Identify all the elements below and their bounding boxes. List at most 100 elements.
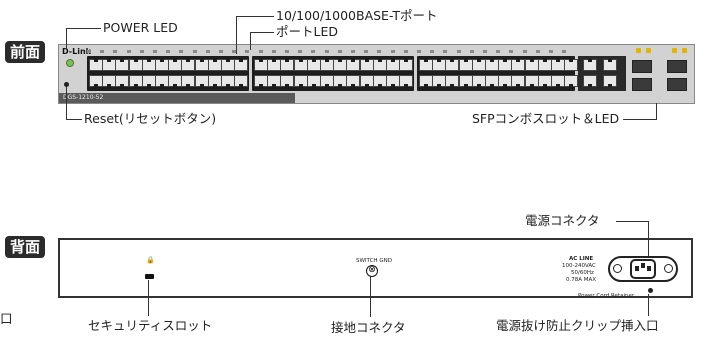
connector-pin bbox=[635, 266, 639, 271]
port-led bbox=[298, 50, 303, 53]
port-led bbox=[496, 50, 501, 53]
ethernet-port bbox=[346, 59, 361, 71]
ethernet-port bbox=[537, 75, 552, 87]
port-led bbox=[87, 50, 91, 53]
ethernet-port bbox=[485, 59, 499, 71]
port-led bbox=[232, 50, 237, 53]
ethernet-port bbox=[102, 59, 117, 71]
port-led bbox=[430, 50, 435, 53]
ethernet-port bbox=[306, 59, 321, 71]
ethernet-port bbox=[280, 59, 295, 71]
model-strip bbox=[59, 93, 295, 103]
callout-ground-connector: 接地コネクタ bbox=[331, 320, 406, 335]
port-led bbox=[364, 50, 369, 53]
lock-icon: 🔒 bbox=[146, 256, 155, 264]
switch-gnd-label: SWITCH GND bbox=[356, 258, 392, 264]
ethernet-port bbox=[155, 59, 169, 71]
ac-line-label: AC LINE bbox=[569, 256, 594, 262]
ethernet-port bbox=[141, 75, 156, 87]
left-text-fragment: 口 bbox=[0, 311, 13, 326]
port-led bbox=[324, 50, 329, 53]
port-led bbox=[456, 50, 461, 53]
port-led bbox=[179, 50, 184, 53]
ethernet-port bbox=[333, 75, 348, 87]
power-led-indicator bbox=[66, 59, 74, 67]
retainer-hole bbox=[648, 288, 653, 293]
ethernet-port bbox=[115, 75, 130, 87]
leader-line bbox=[648, 221, 649, 256]
ethernet-port bbox=[221, 75, 235, 87]
port-led bbox=[483, 50, 487, 53]
ethernet-port bbox=[551, 59, 565, 71]
ethernet-port bbox=[399, 59, 414, 71]
ethernet-port bbox=[320, 75, 334, 87]
front-side-label: 前面 bbox=[5, 41, 46, 63]
port-led bbox=[535, 50, 540, 53]
ethernet-port bbox=[511, 75, 526, 87]
ethernet-port bbox=[498, 59, 513, 71]
ethernet-port bbox=[89, 75, 103, 87]
ethernet-port bbox=[128, 59, 143, 71]
port-led bbox=[443, 50, 448, 53]
retainer-label: Power Cord Retainer bbox=[578, 293, 635, 299]
ethernet-port bbox=[524, 75, 539, 87]
ethernet-port bbox=[89, 59, 103, 71]
ethernet-port bbox=[524, 59, 539, 71]
ethernet-port bbox=[432, 75, 447, 87]
callout-ports: 10/100/1000BASE-Tポート bbox=[276, 8, 438, 23]
port-led bbox=[100, 50, 105, 53]
ethernet-port bbox=[399, 75, 414, 87]
ethernet-port bbox=[346, 75, 361, 87]
sfp-slot bbox=[667, 78, 687, 91]
ethernet-port bbox=[372, 59, 387, 71]
ethernet-port bbox=[333, 59, 348, 71]
ethernet-port bbox=[155, 75, 169, 87]
current-label: 0.78A MAX bbox=[566, 277, 597, 283]
ethernet-port bbox=[141, 59, 156, 71]
port-led bbox=[403, 50, 408, 53]
leader-line bbox=[66, 28, 67, 50]
port-led bbox=[522, 50, 527, 53]
port-led bbox=[153, 50, 157, 53]
port-led bbox=[271, 50, 276, 53]
ethernet-port bbox=[419, 59, 433, 71]
screw-icon bbox=[664, 264, 673, 273]
power-socket bbox=[608, 256, 678, 282]
frequency-label: 50/60Hz bbox=[571, 270, 594, 276]
port-led bbox=[166, 50, 171, 53]
port-led bbox=[377, 50, 382, 53]
ethernet-port bbox=[181, 59, 196, 71]
screw-icon bbox=[613, 264, 622, 273]
ethernet-port bbox=[551, 75, 565, 87]
ethernet-port bbox=[471, 59, 486, 71]
callout-retainer-hole: 電源抜け防止クリップ挿入口 bbox=[496, 318, 659, 333]
model-label: DGS-1210-52 bbox=[63, 94, 104, 101]
ethernet-port bbox=[267, 59, 282, 71]
sfp-led bbox=[682, 48, 687, 53]
connector-pin bbox=[647, 266, 651, 271]
ethernet-port bbox=[471, 75, 486, 87]
port-led bbox=[205, 50, 210, 53]
port-led bbox=[245, 50, 250, 53]
ethernet-port bbox=[102, 75, 117, 87]
port-led bbox=[139, 50, 144, 53]
leader-line bbox=[656, 103, 657, 120]
rear-side-label: 背面 bbox=[5, 236, 46, 258]
ethernet-port bbox=[207, 59, 222, 71]
ethernet-port bbox=[458, 59, 473, 71]
ethernet-port bbox=[293, 75, 308, 87]
port-led bbox=[390, 50, 395, 53]
leader-line bbox=[236, 16, 237, 54]
callout-power-connector: 電源コネクタ bbox=[525, 213, 600, 228]
sfp-slot bbox=[667, 60, 687, 73]
front-panel: D-Link DGS-1210-52 bbox=[58, 44, 695, 104]
ethernet-port bbox=[432, 59, 447, 71]
ethernet-port bbox=[564, 75, 579, 87]
ethernet-port bbox=[234, 59, 249, 71]
connector-pin bbox=[641, 263, 645, 268]
callout-power-led: POWER LED bbox=[103, 20, 178, 35]
ground-screw-icon: ⊗ bbox=[366, 265, 378, 277]
ethernet-port bbox=[254, 75, 268, 87]
security-slot bbox=[145, 274, 154, 279]
ethernet-port bbox=[306, 75, 321, 87]
